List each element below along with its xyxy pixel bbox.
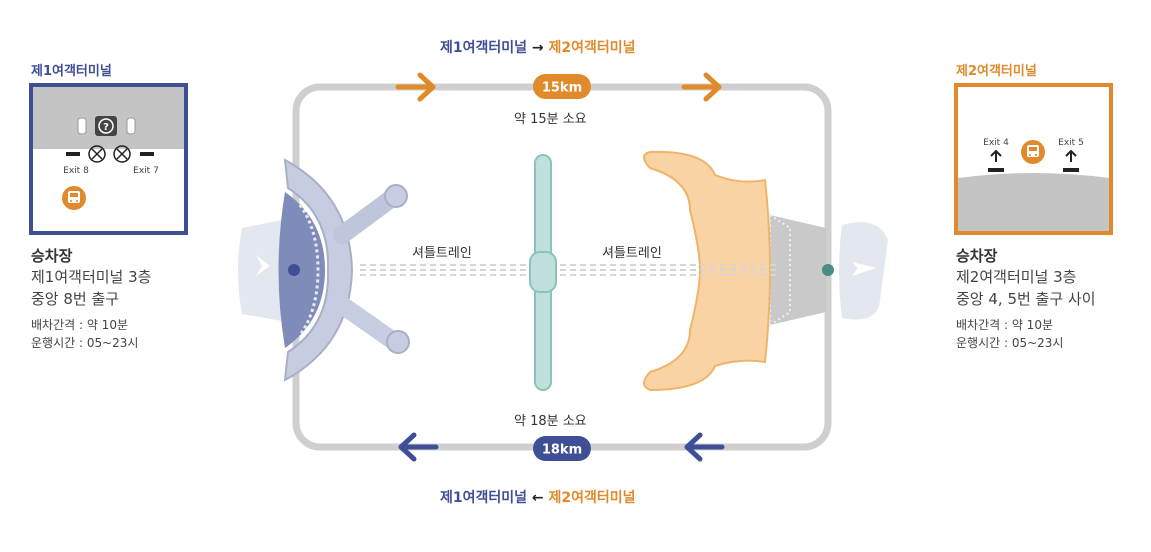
route-arrow-left: ← bbox=[531, 490, 544, 506]
t2-info-interval: 배차간격 : 약 10분 bbox=[956, 318, 1053, 332]
route-from: 제1여객터미널 bbox=[440, 40, 528, 56]
t2-info-exit: 중앙 4, 5번 출구 사이 bbox=[956, 290, 1096, 308]
t1-info-exit: 중앙 8번 출구 bbox=[31, 290, 120, 308]
top-duration-label: 약 15분 소요 bbox=[514, 112, 587, 127]
arrow-left-icon bbox=[684, 432, 725, 462]
route-title-t1-to-t2: 제1여객터미널 → 제2여객터미널 bbox=[440, 37, 636, 57]
t2-info-hours: 운행시간 : 05~23시 bbox=[956, 336, 1064, 350]
t1-info-hours: 운행시간 : 05~23시 bbox=[31, 336, 139, 350]
exit-8-label: Exit 8 bbox=[63, 166, 89, 176]
info-help-icon: ? bbox=[95, 116, 117, 136]
t1-info-interval: 배차간격 : 약 10분 bbox=[31, 318, 128, 332]
shuttle-train-label-left: 셔틀트레인 bbox=[412, 246, 472, 261]
terminal2-station-dot bbox=[822, 264, 834, 276]
arrow-right-icon bbox=[681, 72, 722, 102]
exit-5-label: Exit 5 bbox=[1058, 138, 1084, 148]
t2-panel-title: 제2여객터미널 bbox=[956, 64, 1037, 79]
arrow-left-icon bbox=[398, 432, 439, 462]
route-to: 제2여객터미널 bbox=[548, 40, 636, 56]
arrow-up-icon bbox=[990, 149, 1002, 162]
distance-badge-bottom bbox=[533, 436, 591, 461]
t2-info: 승차장 제2여객터미널 3층 중앙 4, 5번 출구 사이 배차간격 : 약 1… bbox=[956, 245, 1096, 352]
t1-panel-title: 제1여객터미널 bbox=[31, 64, 112, 79]
shuttle-train-track bbox=[360, 264, 780, 276]
car-icon bbox=[126, 117, 136, 135]
route-to: 제2여객터미널 bbox=[548, 490, 636, 506]
bus-stop-icon bbox=[62, 186, 86, 210]
terminal1-building bbox=[238, 158, 410, 382]
t1-info: 승차장 제1여객터미널 3층 중앙 8번 출구 배차간격 : 약 10분 운행시… bbox=[31, 245, 151, 352]
t1-info-heading: 승차장 bbox=[31, 247, 73, 265]
shuttle-train-label-right: 셔틀트레인 bbox=[602, 246, 662, 261]
route-from: 제1여객터미널 bbox=[440, 490, 528, 506]
terminal2-building bbox=[643, 150, 888, 392]
distance-top-text: 15km bbox=[542, 81, 582, 96]
car-icon bbox=[77, 117, 87, 135]
exit-4-label: Exit 4 bbox=[983, 138, 1009, 148]
distance-badge-top bbox=[533, 74, 591, 99]
shuttle-train-station bbox=[529, 251, 557, 293]
t2-info-floor: 제2여객터미널 3층 bbox=[956, 268, 1077, 286]
terminal1-station-dot bbox=[288, 264, 300, 276]
exit-7-label: Exit 7 bbox=[133, 166, 159, 176]
t2-info-heading: 승차장 bbox=[956, 247, 998, 265]
svg-text:?: ? bbox=[103, 122, 109, 133]
t1-info-floor: 제1여객터미널 3층 bbox=[31, 268, 152, 286]
route-title-t2-to-t1: 제1여객터미널 ← 제2여객터미널 bbox=[440, 487, 636, 507]
distance-bottom-text: 18km bbox=[542, 443, 582, 458]
arrow-up-icon bbox=[1065, 149, 1077, 162]
arrow-right-icon bbox=[395, 72, 436, 102]
crossing-icon bbox=[88, 145, 131, 163]
bus-stop-icon bbox=[1021, 140, 1045, 164]
t2-road bbox=[958, 173, 1109, 231]
bottom-duration-label: 약 18분 소요 bbox=[514, 414, 587, 429]
route-arrow-right: → bbox=[531, 40, 544, 56]
